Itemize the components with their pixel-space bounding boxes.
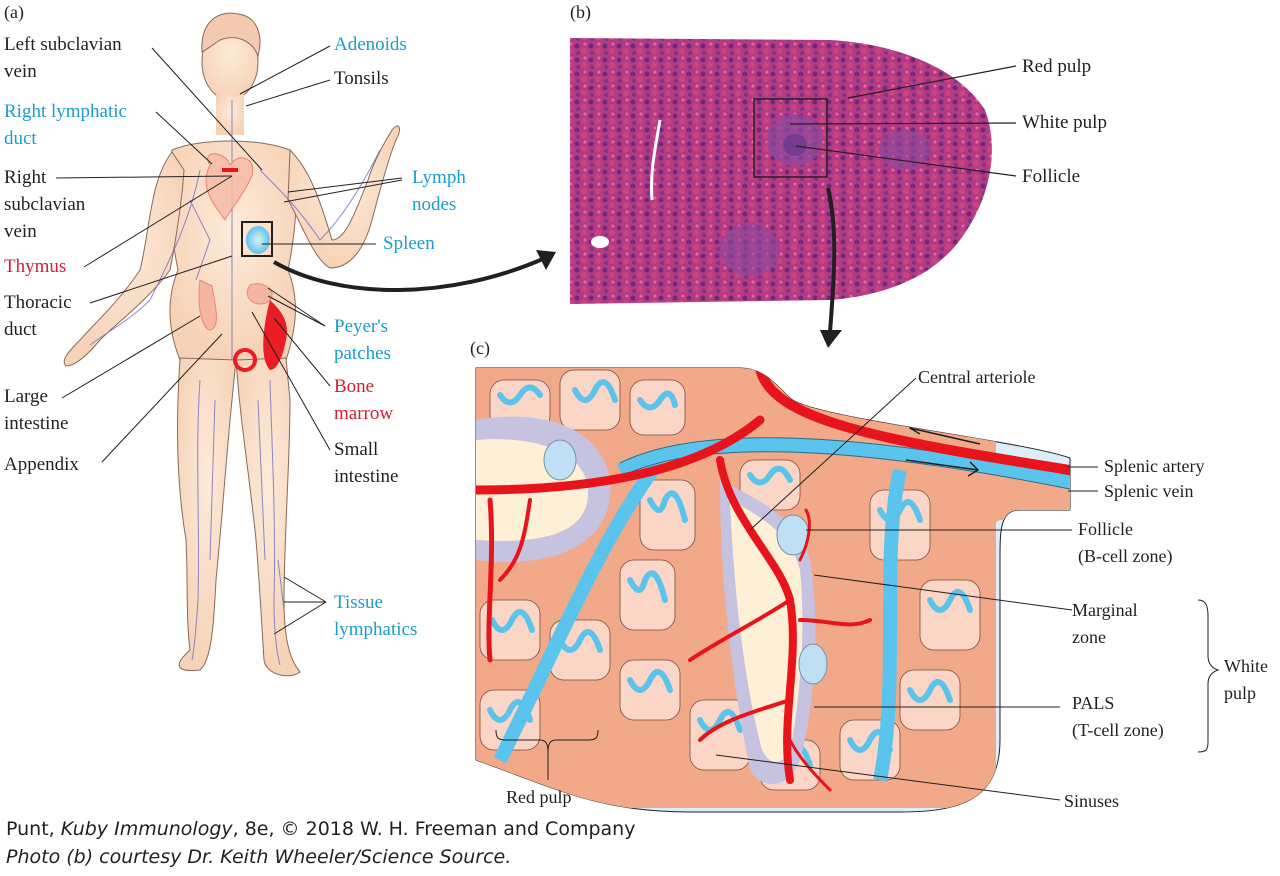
label-right-lymphatic-duct: Right lymphatic duct: [4, 101, 127, 149]
label-follicle-b-cell-zone: Follicle (B-cell zone): [1078, 519, 1173, 566]
label-pals-t-cell-zone: PALS (T-cell zone): [1072, 693, 1164, 740]
label-adenoids: Adenoids: [334, 34, 407, 55]
label-large-intestine: Large intestine: [4, 386, 69, 434]
label-small-intestine: Small intestine: [334, 439, 399, 487]
arrow-photo-to-schematic: [820, 187, 842, 348]
arrow-spleen-to-photo: [273, 250, 556, 292]
label-sinuses: Sinuses: [1064, 791, 1120, 811]
label-lymph-nodes: Lymph nodes: [412, 167, 466, 215]
label-thoracic-duct: Thoracic duct: [4, 292, 72, 340]
label-right-subclavian-vein: Right subclavian vein: [4, 167, 86, 242]
label-left-subclavian-vein: Left subclavian vein: [4, 34, 122, 82]
spleen-histology-photo: [570, 38, 992, 304]
spleen-schematic: [475, 367, 1071, 813]
credit-line-1: Punt, Kuby Immunology, 8e, © 2018 W. H. …: [6, 818, 635, 840]
label-c-white-pulp: White pulp: [1224, 656, 1268, 703]
credit-book-title: Kuby Immunology: [60, 818, 233, 840]
panel-a-label: (a): [4, 2, 24, 22]
label-appendix: Appendix: [4, 454, 79, 475]
label-bone-marrow: Bone marrow: [334, 376, 394, 424]
panel-a-leader-lines: [55, 45, 403, 635]
credit-author: Punt,: [6, 818, 61, 840]
label-peyers-patches: Peyer's patches: [334, 316, 391, 364]
label-tissue-lymphatics: Tissue lymphatics: [334, 592, 418, 640]
panel-b-leader-lines: [789, 65, 1017, 177]
label-marginal-zone: Marginal zone: [1072, 600, 1138, 647]
credit-line-2: Photo (b) courtesy Dr. Keith Wheeler/Sci…: [6, 846, 512, 868]
label-c-red-pulp: Red pulp: [506, 787, 572, 807]
label-tonsils: Tonsils: [334, 68, 389, 89]
label-b-follicle: Follicle: [1022, 166, 1081, 187]
label-b-red-pulp: Red pulp: [1022, 56, 1092, 77]
label-splenic-artery: Splenic artery: [1104, 456, 1205, 476]
label-thymus: Thymus: [4, 256, 67, 277]
panel-c-label: (c): [470, 338, 490, 358]
label-splenic-vein: Splenic vein: [1104, 481, 1194, 501]
panel-b-label: (b): [570, 2, 591, 22]
label-spleen: Spleen: [383, 233, 435, 254]
credit-publisher: , 8e, © 2018 W. H. Freeman and Company: [232, 818, 636, 840]
label-central-arteriole: Central arteriole: [918, 367, 1036, 387]
label-b-white-pulp: White pulp: [1022, 112, 1107, 133]
panel-c-leader-lines: [495, 377, 1220, 801]
